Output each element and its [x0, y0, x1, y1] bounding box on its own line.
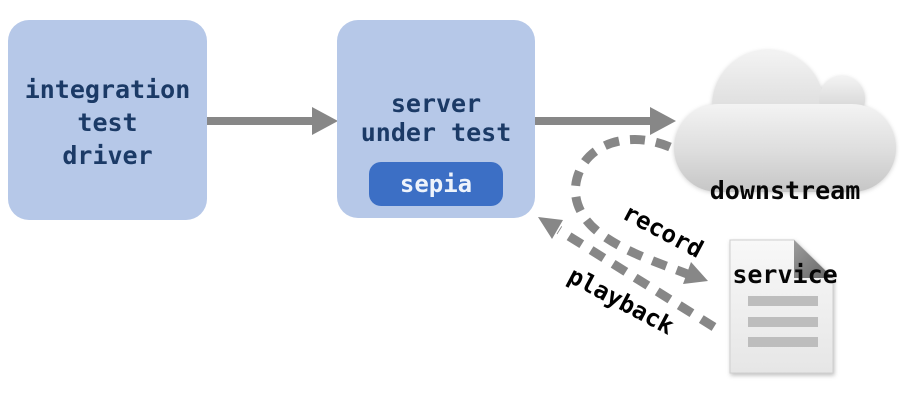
- node-label-line: under test: [360, 118, 512, 147]
- node-label-line: driver: [62, 141, 153, 170]
- arrow-server-to-downstream: [535, 107, 676, 135]
- arrowhead-right-icon: [650, 107, 676, 135]
- node-label-line: test: [77, 108, 138, 137]
- cloud-body: [674, 104, 896, 192]
- document-text-stripe: [748, 317, 818, 327]
- node-label-line: integration: [24, 75, 191, 104]
- cloud-icon: [674, 50, 896, 192]
- document-text-stripe: [748, 337, 818, 347]
- arrow-driver-to-server: [207, 107, 338, 135]
- record-arrow: [570, 135, 708, 284]
- record-arrow-path: [570, 135, 692, 280]
- cloud-label-line: downstream: [709, 176, 861, 205]
- document-fold-corner: [794, 240, 833, 278]
- downstream-service-label: downstream service: [674, 121, 896, 345]
- playback-arrow: [538, 217, 717, 331]
- document-icon: [729, 239, 834, 374]
- arrow-shaft: [535, 117, 651, 125]
- integration-test-driver-node: integration test driver: [8, 20, 207, 220]
- sepia-badge: sepia: [369, 162, 503, 206]
- arrow-shaft: [207, 117, 313, 125]
- playback-arrow-path: [556, 226, 717, 331]
- server-under-test-node: server under test sepia: [337, 20, 535, 218]
- document-text-stripe: [748, 296, 818, 306]
- node-label-line: server: [390, 89, 482, 118]
- arrowhead-southeast-icon: [683, 262, 708, 284]
- arrowhead-right-icon: [312, 107, 338, 135]
- arrowhead-northwest-icon: [538, 217, 563, 239]
- cloud-label-line: service: [732, 260, 838, 289]
